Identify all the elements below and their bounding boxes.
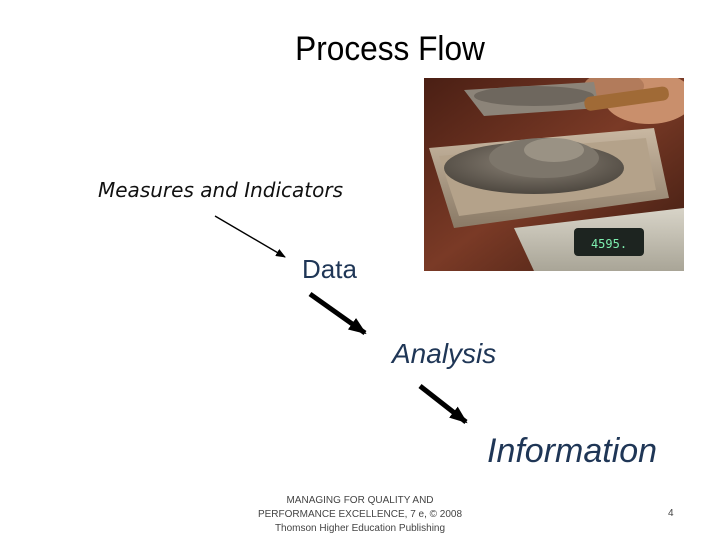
footer-line-3: Thomson Higher Education Publishing [250,522,470,536]
arrow-data-to-analysis [310,294,365,333]
arrow-measures-to-data [215,216,285,257]
arrow-analysis-to-information [420,386,466,422]
page-number: 4 [668,508,674,519]
footer-line-2: PERFORMANCE EXCELLENCE, 7 e, © 2008 [250,508,470,522]
slide-footer: MANAGING FOR QUALITY AND PERFORMANCE EXC… [250,494,470,536]
footer-line-1: MANAGING FOR QUALITY AND [250,494,470,508]
